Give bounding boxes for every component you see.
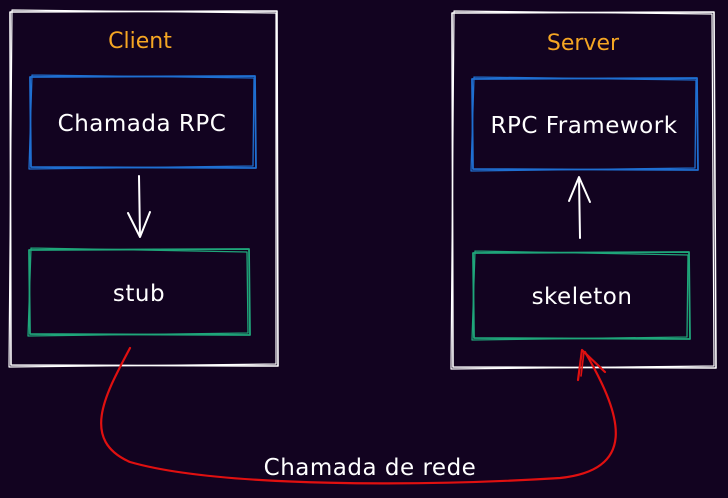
client-title: Client <box>108 29 172 54</box>
network-call-label: Chamada de rede <box>264 455 477 481</box>
rpc-to-stub-arrow <box>127 175 151 238</box>
skeleton-box <box>471 250 691 341</box>
server-container <box>450 10 717 370</box>
network-call-arrow <box>100 346 617 485</box>
server-title: Server <box>547 31 620 56</box>
stub-label: stub <box>113 281 165 307</box>
rpc-call-box <box>28 74 257 170</box>
rpc-call-label: Chamada RPC <box>58 111 227 137</box>
rpc-framework-box <box>470 76 699 172</box>
skeleton-label: skeleton <box>532 284 633 310</box>
client-container <box>8 9 279 368</box>
skeleton-to-framework-arrow <box>568 176 591 239</box>
rpc-framework-label: RPC Framework <box>490 113 677 139</box>
stub-box <box>27 247 251 337</box>
